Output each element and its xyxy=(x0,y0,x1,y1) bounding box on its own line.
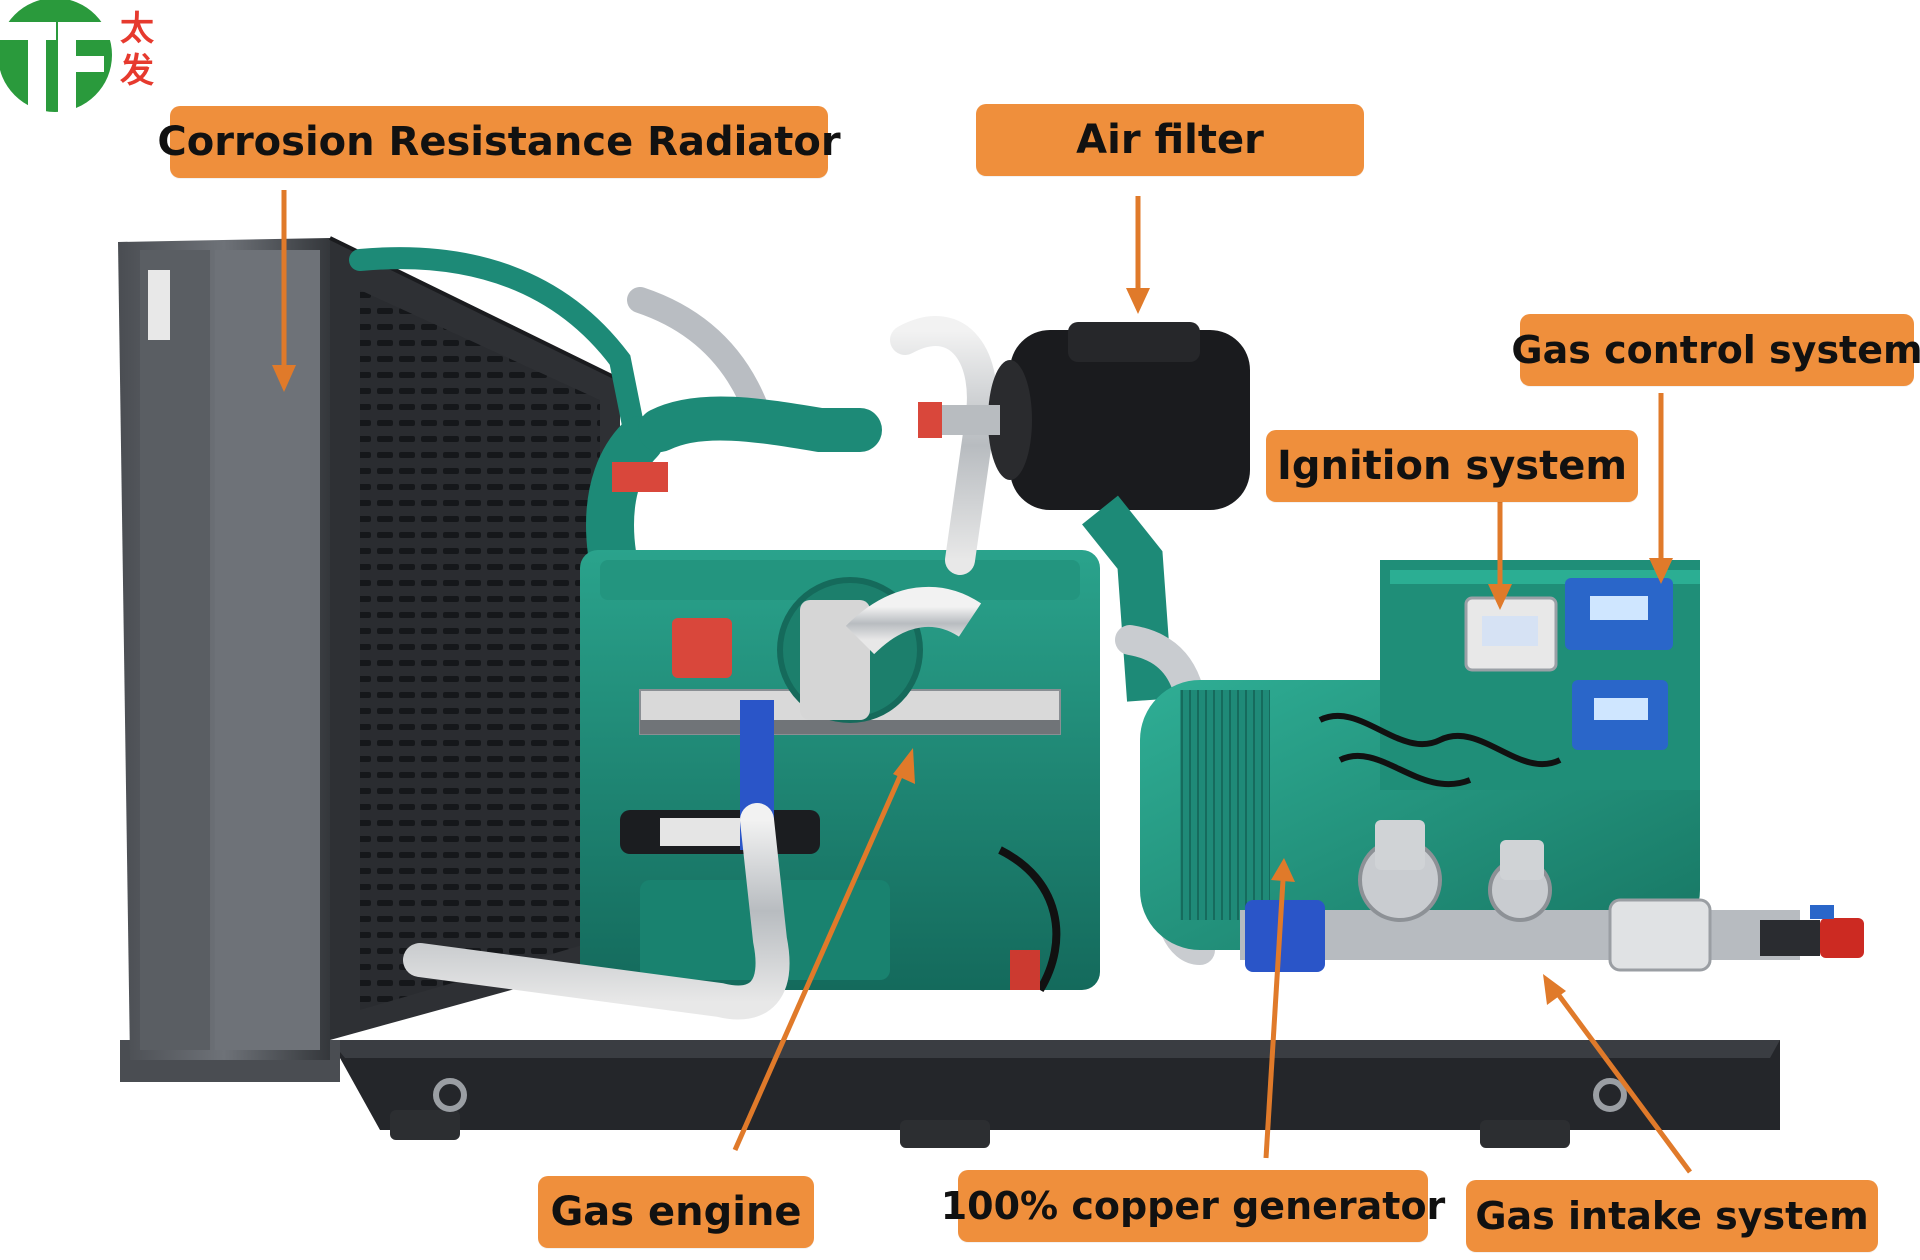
logo-char-2: 发 xyxy=(120,51,154,91)
ignition-module xyxy=(1464,596,1558,672)
arrow-air-filter xyxy=(1126,196,1150,314)
label-air-filter: Air filter xyxy=(976,104,1364,176)
radiator xyxy=(118,236,621,1060)
company-logo-mark xyxy=(0,0,118,114)
arrow-ignition xyxy=(1488,502,1512,610)
label-ignition-system: Ignition system xyxy=(1266,430,1638,502)
exhaust-pipe xyxy=(403,700,790,1020)
arrow-radiator xyxy=(272,190,296,392)
label-gas-control-system: Gas control system xyxy=(1511,314,1920,386)
arrow-gas-control xyxy=(1649,393,1673,584)
gas-control-unit-top xyxy=(1565,578,1673,650)
arrow-gas-engine xyxy=(732,748,915,1152)
logo-char-1: 太 xyxy=(120,9,154,49)
label-gas-intake-system: Gas intake system xyxy=(1466,1180,1878,1252)
arrow-gas-intake xyxy=(1543,974,1693,1174)
label-gas-engine: Gas engine xyxy=(538,1176,814,1248)
gas-control-unit-bottom xyxy=(1572,680,1668,750)
label-copper-generator: 100% copper generator xyxy=(941,1170,1445,1242)
arrow-copper-generator xyxy=(1263,858,1295,1159)
gas-intake-train xyxy=(1240,820,1864,972)
company-logo-text: 太 发 xyxy=(120,8,164,92)
base-frame xyxy=(120,1040,1780,1148)
annotation-arrows xyxy=(272,190,1693,1174)
label-radiator: Corrosion Resistance Radiator xyxy=(157,106,841,178)
